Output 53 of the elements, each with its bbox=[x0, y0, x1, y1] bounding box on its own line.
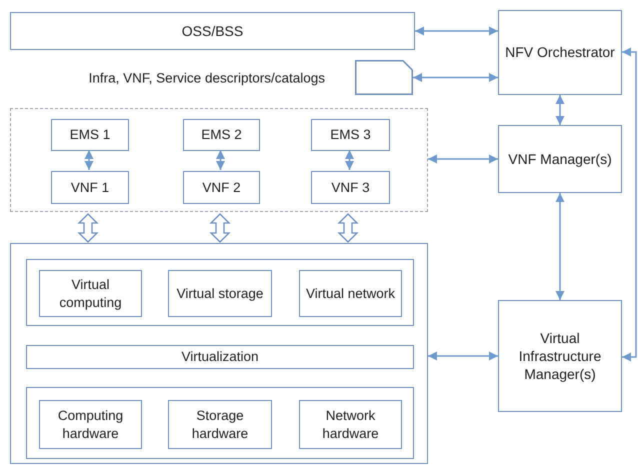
arrow bbox=[428, 352, 498, 360]
box-label: EMS 3 bbox=[329, 126, 372, 144]
arrow bbox=[84, 150, 94, 170]
box-label: Virtual storage bbox=[176, 284, 264, 302]
arrow bbox=[413, 73, 498, 82]
arrow bbox=[216, 150, 225, 170]
box-label: Network hardware bbox=[321, 406, 380, 442]
hollow-double-arrow bbox=[77, 213, 99, 243]
arrow bbox=[622, 205, 637, 362]
arrow bbox=[345, 150, 354, 170]
process-box bbox=[39, 270, 142, 317]
arrow bbox=[556, 95, 564, 125]
box-label: OSS/BSS bbox=[180, 22, 244, 40]
box-label: VNF Manager(s) bbox=[507, 150, 613, 168]
box-label: Storage hardware bbox=[190, 406, 250, 442]
process-box bbox=[10, 12, 415, 50]
process-box bbox=[51, 171, 129, 204]
hollow-double-arrow bbox=[209, 213, 231, 243]
box-label: Virtual network bbox=[304, 284, 396, 302]
process-box bbox=[26, 345, 414, 369]
process-box bbox=[498, 300, 622, 412]
arrow bbox=[622, 48, 637, 205]
arrow bbox=[415, 26, 498, 36]
process-box bbox=[498, 10, 622, 95]
process-box bbox=[498, 125, 622, 193]
arrow bbox=[428, 154, 498, 164]
arrow bbox=[556, 193, 564, 300]
process-box bbox=[51, 119, 129, 151]
box-label: VNF 3 bbox=[330, 178, 371, 196]
box-label: NFV Orchestrator bbox=[504, 43, 616, 62]
box-label: Virtual computing bbox=[58, 276, 123, 312]
box-label: VNF 1 bbox=[70, 178, 110, 196]
box-label: VNF 2 bbox=[201, 178, 242, 196]
process-box bbox=[39, 400, 142, 449]
descriptor-text: Infra, VNF, Service descriptors/catalogs bbox=[88, 70, 325, 85]
box-label: EMS 2 bbox=[200, 126, 243, 144]
box-label: EMS 1 bbox=[68, 126, 112, 144]
process-box bbox=[168, 270, 272, 317]
box-label: Computing hardware bbox=[56, 406, 124, 442]
process-box bbox=[168, 400, 272, 449]
container-box bbox=[26, 387, 414, 459]
container-box bbox=[10, 108, 428, 212]
hollow-double-arrow bbox=[337, 213, 359, 243]
process-box bbox=[183, 171, 260, 204]
process-box bbox=[183, 119, 260, 151]
container-box bbox=[26, 259, 414, 326]
process-box bbox=[311, 171, 390, 204]
process-box bbox=[299, 400, 402, 449]
box-label: Virtualization bbox=[180, 348, 260, 366]
box-label: Virtual Infrastructure Manager(s) bbox=[518, 328, 602, 384]
process-box bbox=[299, 270, 402, 317]
process-box bbox=[311, 119, 390, 151]
container-box bbox=[10, 243, 428, 464]
